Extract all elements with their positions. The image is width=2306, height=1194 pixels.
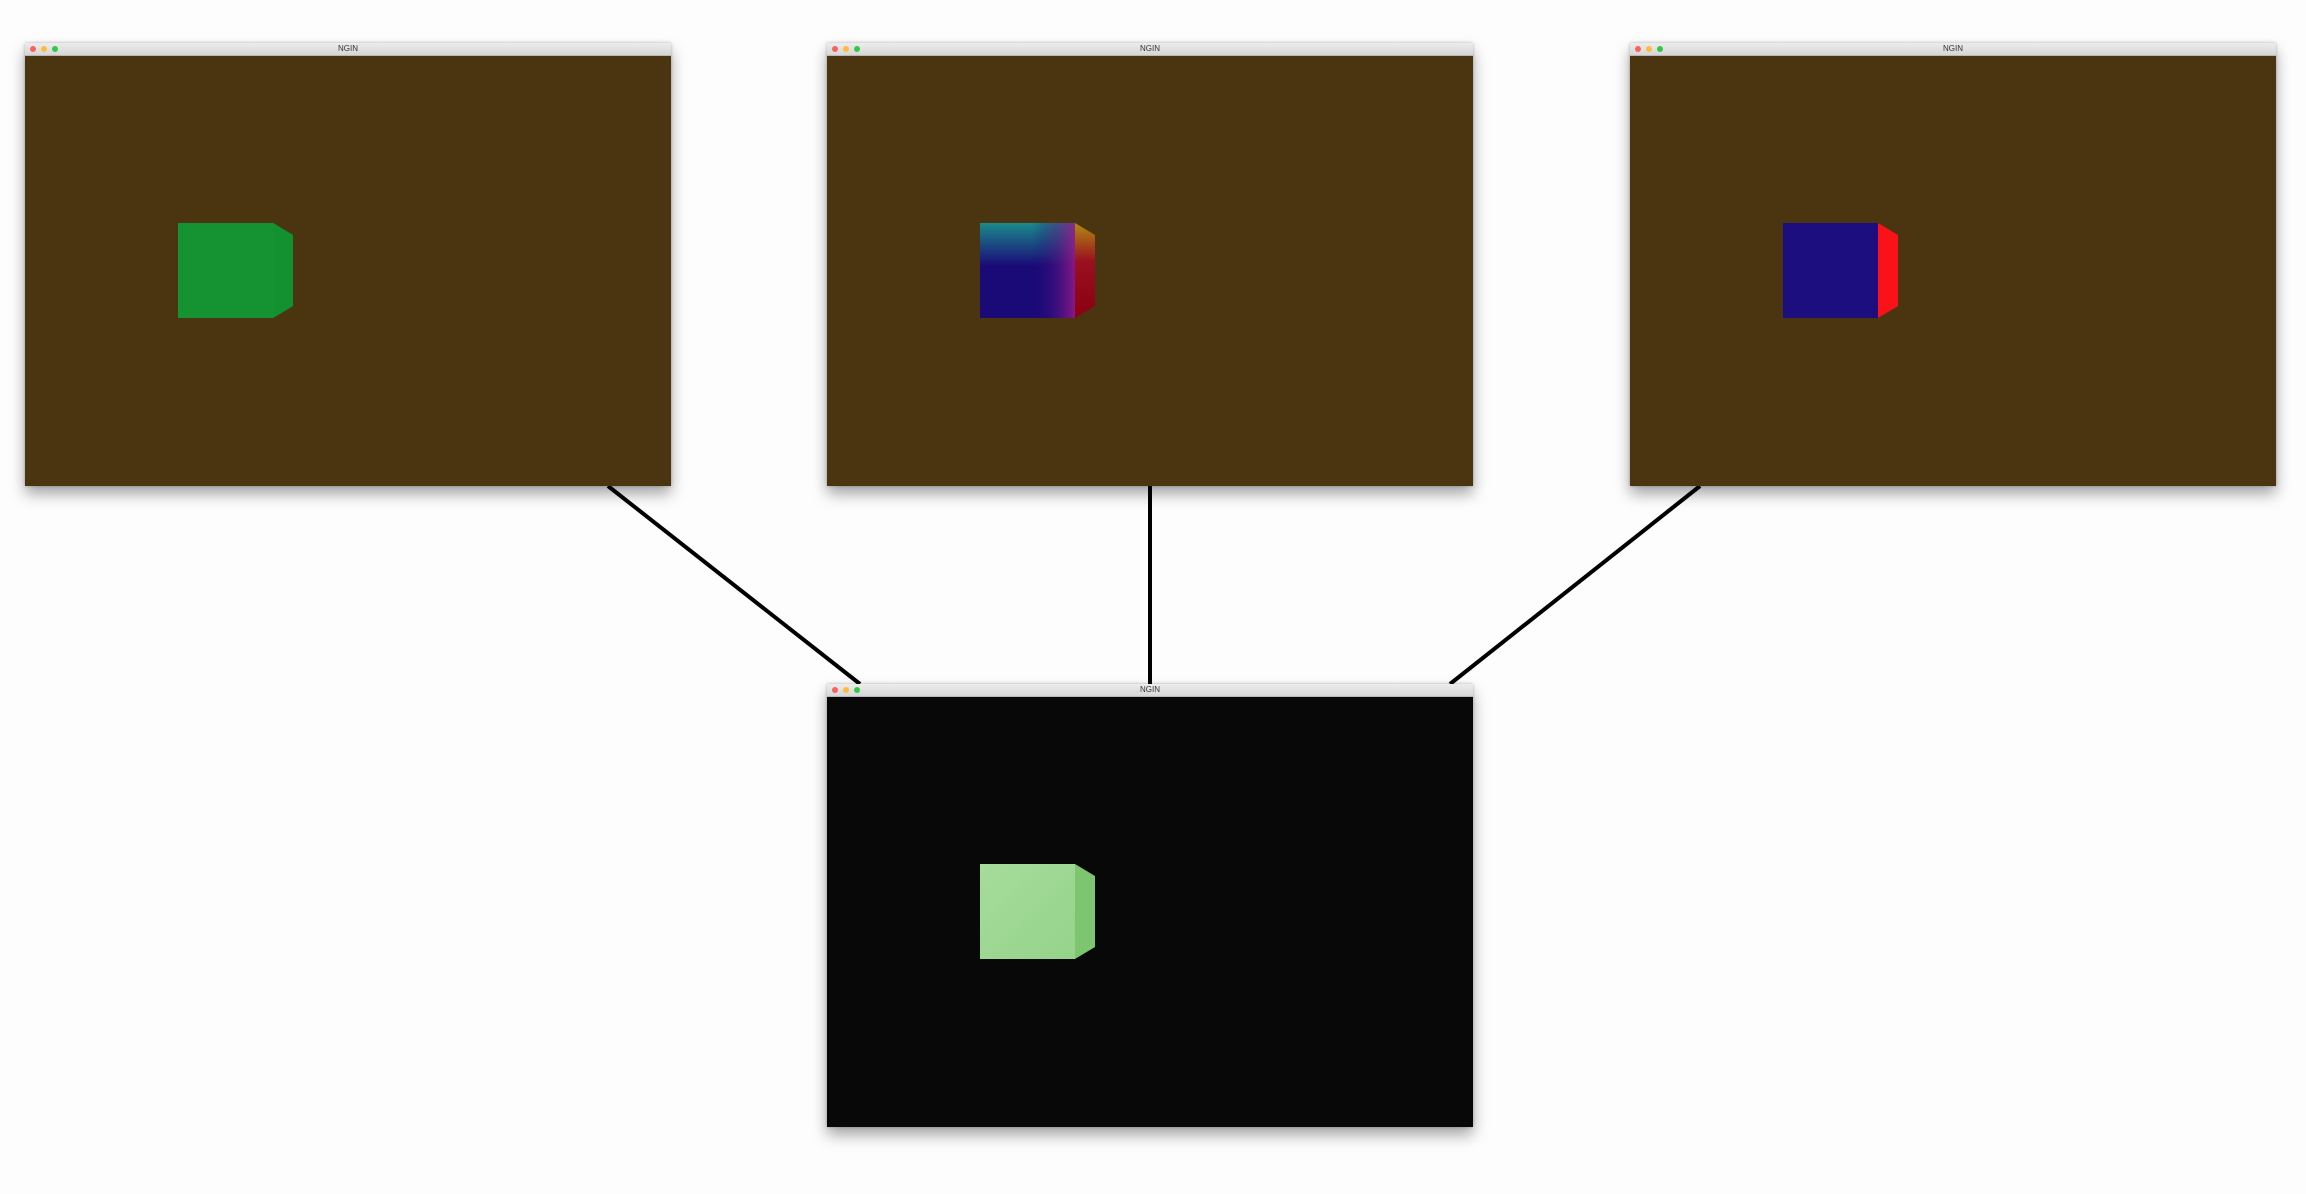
window-title: NGIN <box>1140 685 1160 694</box>
close-icon[interactable] <box>832 687 838 693</box>
window-title: NGIN <box>1140 44 1160 53</box>
traffic-lights <box>1635 46 1663 52</box>
window-title: NGIN <box>338 44 358 53</box>
maximize-icon[interactable] <box>52 46 58 52</box>
traffic-lights <box>832 46 860 52</box>
cube-render <box>178 223 293 318</box>
title-bar[interactable]: NGIN <box>1630 43 2276 56</box>
close-icon[interactable] <box>30 46 36 52</box>
title-bar[interactable]: NGIN <box>827 43 1473 56</box>
render-viewport <box>827 697 1473 1127</box>
window-top-left[interactable]: NGIN <box>25 43 671 486</box>
cube-render <box>1783 223 1898 318</box>
title-bar[interactable]: NGIN <box>25 43 671 56</box>
maximize-icon[interactable] <box>854 46 860 52</box>
window-title: NGIN <box>1943 44 1963 53</box>
minimize-icon[interactable] <box>843 46 849 52</box>
render-viewport <box>827 56 1473 486</box>
close-icon[interactable] <box>832 46 838 52</box>
window-top-right[interactable]: NGIN <box>1630 43 2276 486</box>
cube-render <box>980 223 1095 318</box>
connector-top-left-to-bottom <box>606 484 862 686</box>
render-viewport <box>1630 56 2276 486</box>
window-bottom-center[interactable]: NGIN <box>827 684 1473 1127</box>
minimize-icon[interactable] <box>1646 46 1652 52</box>
cube-render <box>980 864 1095 959</box>
maximize-icon[interactable] <box>1657 46 1663 52</box>
title-bar[interactable]: NGIN <box>827 684 1473 697</box>
traffic-lights <box>832 687 860 693</box>
traffic-lights <box>30 46 58 52</box>
minimize-icon[interactable] <box>41 46 47 52</box>
minimize-icon[interactable] <box>843 687 849 693</box>
connector-top-right-to-bottom <box>1448 484 1702 686</box>
render-viewport <box>25 56 671 486</box>
close-icon[interactable] <box>1635 46 1641 52</box>
maximize-icon[interactable] <box>854 687 860 693</box>
window-top-center[interactable]: NGIN <box>827 43 1473 486</box>
